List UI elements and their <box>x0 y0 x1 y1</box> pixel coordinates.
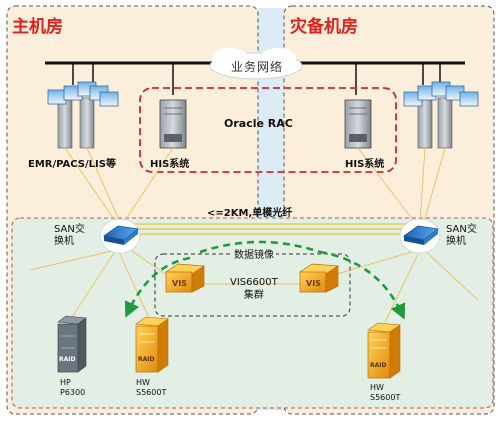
fiber-links <box>135 223 410 235</box>
network-cloud-label: 业务网络 <box>231 60 284 74</box>
fiber-link-label: <=2KM,单模光纤 <box>207 208 293 219</box>
san-switch-right-label: SAN交 换机 <box>446 224 477 248</box>
hw-left-storage-line2: S5600T <box>136 388 167 397</box>
vis-device-left <box>164 263 206 293</box>
primary-site-title: 主机房 <box>12 17 63 37</box>
business-network-cloud <box>209 48 303 80</box>
server-san-links <box>64 147 446 226</box>
vis-device-right <box>298 263 340 293</box>
hp-raid-label: RAID <box>59 356 76 363</box>
hp-storage-line2: P6300 <box>60 388 86 397</box>
oracle-rac-box <box>139 87 397 173</box>
hw-left-storage-label: HW S5600T <box>136 378 166 398</box>
hw-s5600t-storage-left <box>135 316 169 373</box>
mirror-arrow-right <box>319 250 406 320</box>
hp-storage-line1: HP <box>60 378 71 387</box>
vis-cluster-box <box>154 253 351 317</box>
vis-right-label: VIS <box>306 279 321 288</box>
hw-right-storage-line1: HW <box>370 383 384 392</box>
hp-storage-label: HP P6300 <box>60 378 85 398</box>
data-mirror-label: 数据镜像 <box>232 246 276 261</box>
vis-cluster-line2: 集群 <box>243 290 264 301</box>
hw-right-storage-label: HW S5600T <box>370 383 400 403</box>
mirror-arrow-top <box>199 240 321 254</box>
emr-server-group <box>47 81 119 149</box>
backup-site-title: 灾备机房 <box>290 17 358 37</box>
oracle-rac-label: Oracle RAC <box>224 117 293 130</box>
san-switch-right <box>399 218 441 254</box>
vis-cluster-label: VIS6600T 集群 <box>230 276 278 302</box>
his-primary-label: HIS系统 <box>150 159 190 170</box>
emr-group-label: EMR/PACS/LIS等 <box>28 159 116 170</box>
his-server-backup <box>344 99 372 149</box>
san-right-label-line2: 换机 <box>446 236 466 247</box>
san-switch-left <box>99 218 141 254</box>
hw-left-raid-label: RAID <box>138 356 155 363</box>
hw-right-raid-label: RAID <box>370 362 387 369</box>
mirror-arrow-left <box>124 256 191 318</box>
san-left-label-line2: 换机 <box>54 236 74 247</box>
hp-p6300-storage <box>57 315 87 373</box>
san-right-label-line1: SAN交 <box>446 224 477 235</box>
san-switch-left-label: SAN交 换机 <box>54 224 85 248</box>
san-left-label-line1: SAN交 <box>54 224 85 235</box>
vis-left-label: VIS <box>172 279 187 288</box>
hw-s5600t-storage-right <box>367 322 401 379</box>
hw-left-storage-line1: HW <box>136 378 150 387</box>
vis-cluster-line1: VIS6600T <box>230 277 278 288</box>
hw-right-storage-line2: S5600T <box>370 393 401 402</box>
his-backup-label: HIS系统 <box>345 159 385 170</box>
his-server-primary <box>159 99 187 149</box>
san-storage-links <box>29 243 479 323</box>
network-drops <box>72 63 441 95</box>
